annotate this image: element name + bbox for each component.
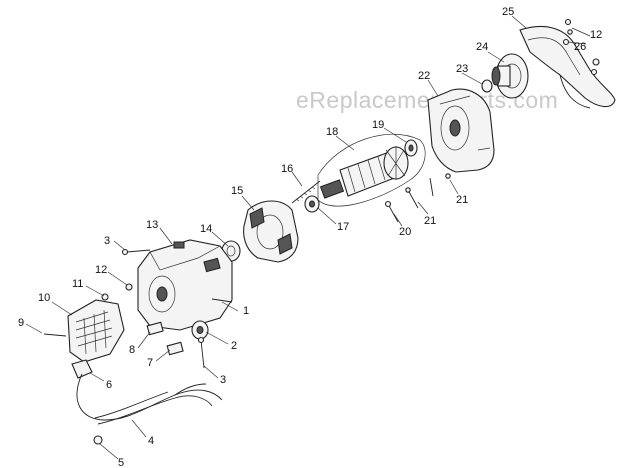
callout-1: 1 xyxy=(243,305,249,317)
part-18-armature xyxy=(317,133,426,207)
callout-21-right: 21 xyxy=(456,194,468,206)
part-24-gear-assembly xyxy=(491,53,529,99)
callout-8: 8 xyxy=(129,344,135,356)
callout-7: 7 xyxy=(147,357,153,369)
part-3-screw-top xyxy=(121,248,151,256)
part-12-washers-right xyxy=(564,18,573,35)
part-13-motor-housing xyxy=(137,239,233,331)
part-5-cord-clamp xyxy=(93,435,103,445)
part-8-brush xyxy=(146,321,164,336)
callout-13: 13 xyxy=(146,219,158,231)
callout-9: 9 xyxy=(18,317,24,329)
part-11-screw xyxy=(101,293,109,301)
callout-26: 26 xyxy=(574,41,586,53)
callout-5: 5 xyxy=(118,457,124,468)
part-15-field-coil xyxy=(243,200,299,263)
callout-4: 4 xyxy=(148,435,154,447)
callout-20: 20 xyxy=(399,226,411,238)
callout-23: 23 xyxy=(456,63,468,75)
callout-2: 2 xyxy=(231,340,237,352)
callout-11: 11 xyxy=(72,278,83,290)
part-1-pin xyxy=(211,298,233,303)
callout-labels: 1 2 3 3 4 5 6 7 8 9 10 11 12 12 13 14 15… xyxy=(18,6,602,468)
part-17-bearing xyxy=(304,195,320,213)
callout-12-left: 12 xyxy=(95,264,107,276)
part-3-screw-bottom xyxy=(197,336,205,369)
callout-10: 10 xyxy=(38,292,50,304)
callout-14: 14 xyxy=(200,223,212,235)
part-19-bearing xyxy=(404,139,418,157)
part-26-washer xyxy=(562,38,570,46)
part-16-screw xyxy=(291,180,321,204)
callout-22: 22 xyxy=(418,70,430,82)
part-21-screw-b xyxy=(429,173,451,197)
callout-6: 6 xyxy=(106,379,112,391)
part-4-power-cord xyxy=(76,373,223,425)
callout-18: 18 xyxy=(326,126,338,138)
callout-21-left: 21 xyxy=(424,215,436,227)
part-25-guard xyxy=(519,26,616,109)
callout-17: 17 xyxy=(337,221,349,233)
part-12-washer-left xyxy=(125,283,133,291)
part-9-screw xyxy=(43,333,67,337)
leader-lines xyxy=(25,15,591,460)
part-10-end-cap xyxy=(67,299,125,363)
part-22-gear-housing xyxy=(427,88,495,173)
part-23-bearing xyxy=(481,79,493,93)
part-20-screw xyxy=(384,200,399,223)
callout-24: 24 xyxy=(476,41,488,53)
callout-19: 19 xyxy=(372,119,384,131)
callout-25: 25 xyxy=(502,6,514,18)
part-6-cord-protector xyxy=(71,359,93,379)
part-2-brush-cap xyxy=(191,320,209,340)
callout-3-bottom: 3 xyxy=(220,374,226,386)
callout-12-right: 12 xyxy=(590,29,602,41)
callout-16: 16 xyxy=(281,163,293,175)
callout-3-top: 3 xyxy=(104,235,110,247)
part-21-screw-a xyxy=(405,187,419,209)
callout-15: 15 xyxy=(231,185,243,197)
part-7-brush xyxy=(166,341,184,356)
